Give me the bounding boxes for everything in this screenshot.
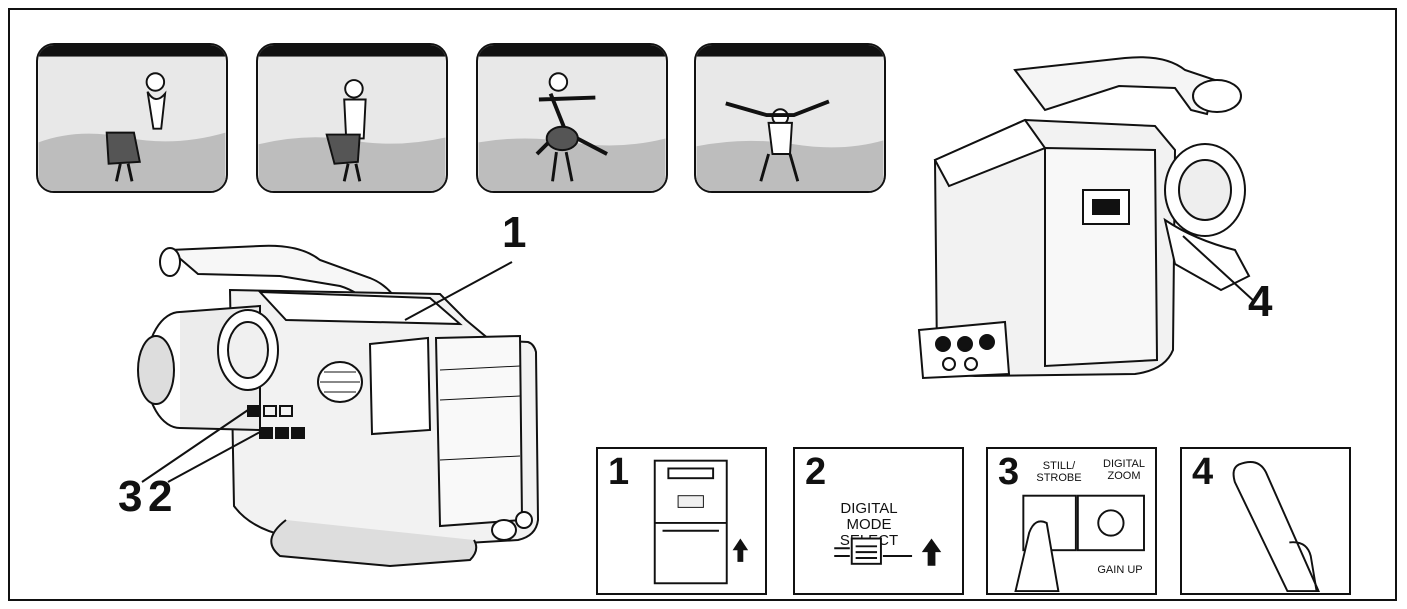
strobe-frame-4 — [694, 43, 886, 193]
step-panel-3: 3 STILL/ STROBE DIGITAL ZOOM GAIN UP — [986, 447, 1157, 595]
camcorder-front-illustration — [110, 220, 570, 580]
still-strobe-button-press — [988, 449, 1155, 593]
strobe-frame-1 — [36, 43, 228, 193]
finger-press-illustration — [1182, 449, 1349, 593]
callout-1: 1 — [502, 211, 526, 255]
step-panel-2: 2 DIGITAL MODE SELECT — [793, 447, 964, 595]
camcorder-rear-illustration — [905, 40, 1275, 400]
callout-3: 3 — [118, 475, 142, 519]
step-panel-1: 1 — [596, 447, 767, 595]
up-arrow-icon — [598, 449, 765, 593]
callout-2: 2 — [148, 475, 172, 519]
step-panel-4: 4 — [1180, 447, 1351, 595]
up-arrow-icon — [795, 449, 962, 593]
strobe-frame-2 — [256, 43, 448, 193]
strobe-frame-3 — [476, 43, 668, 193]
callout-4: 4 — [1248, 280, 1272, 324]
